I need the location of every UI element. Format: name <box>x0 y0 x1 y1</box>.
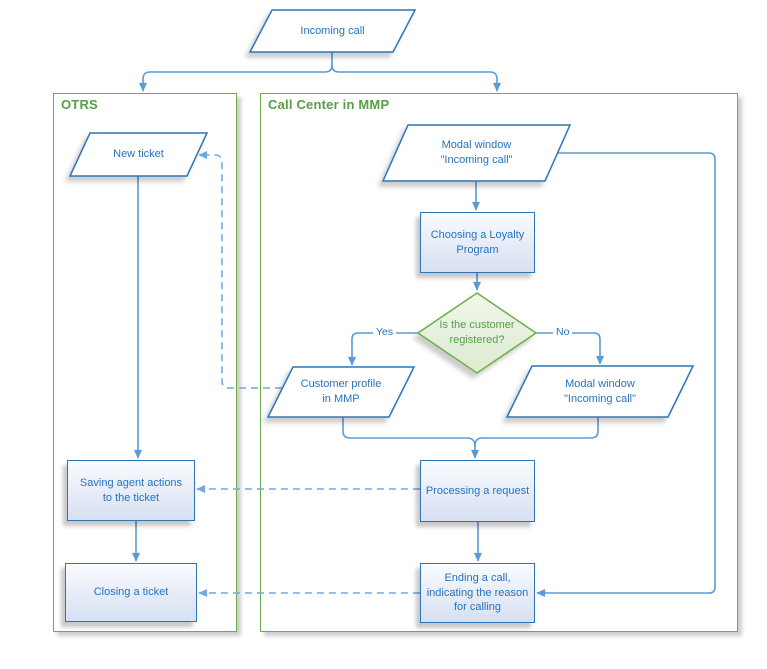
incoming-call-label: Incoming call <box>300 24 365 37</box>
closing-ticket-node: Closing a ticket <box>65 563 197 622</box>
ending-call-node: Ending a call, indicating the reason for… <box>420 563 535 623</box>
customer-profile-label: Customer profile in MMP <box>300 378 382 405</box>
yes-branch-label: Yes <box>373 326 397 339</box>
new-ticket-label: New ticket <box>113 148 164 161</box>
modal-window-top-label: Modal window "Incoming call" <box>440 139 513 166</box>
connector-incoming-to-call-center <box>331 64 502 92</box>
call-center-container-title: Call Center in MMP <box>268 97 390 112</box>
processing-request-node: Processing a request <box>420 460 535 522</box>
otrs-container-title: OTRS <box>61 97 98 112</box>
choosing-loyalty-node: Choosing a Loyalty Program <box>420 212 535 273</box>
decision-diamond-label: Is the customer registered? <box>439 319 515 346</box>
connector-incoming-to-otrs <box>138 64 333 92</box>
modal-window-no-label: Modal window "Incoming call" <box>563 377 636 405</box>
no-branch-label: No <box>553 326 573 339</box>
saving-actions-node: Saving agent actions to the ticket <box>67 460 195 521</box>
